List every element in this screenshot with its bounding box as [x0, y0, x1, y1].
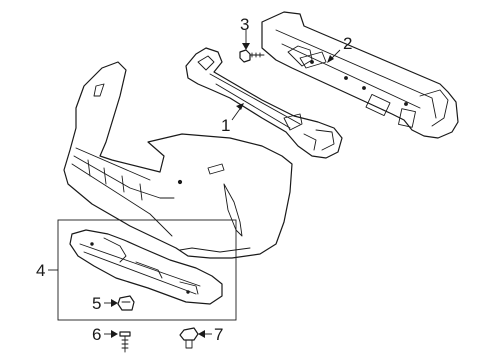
- callout-3: 3: [240, 15, 250, 50]
- callout-4: 4: [36, 261, 58, 280]
- reinforcement-bar: [261, 11, 459, 139]
- callout-7: 7: [198, 325, 223, 344]
- callout-label-2: 2: [343, 34, 352, 53]
- callout-6: 6: [92, 325, 118, 344]
- absorber: [185, 47, 343, 159]
- callout-label-3: 3: [240, 15, 249, 34]
- callout-label-6: 6: [92, 325, 101, 344]
- callout-label-5: 5: [92, 294, 101, 313]
- bolt: [239, 49, 265, 63]
- clip-nut: [117, 295, 135, 311]
- grommet: [179, 327, 199, 349]
- bumper-cover: [63, 61, 293, 259]
- callout-2: 2: [327, 34, 352, 63]
- lower-cover-assembly: [69, 229, 223, 305]
- callout-1: 1: [221, 103, 244, 135]
- callout-label-4: 4: [36, 261, 45, 280]
- callout-5: 5: [92, 294, 118, 313]
- screw: [119, 331, 131, 353]
- callout-label-7: 7: [214, 325, 223, 344]
- callout-label-1: 1: [221, 116, 230, 135]
